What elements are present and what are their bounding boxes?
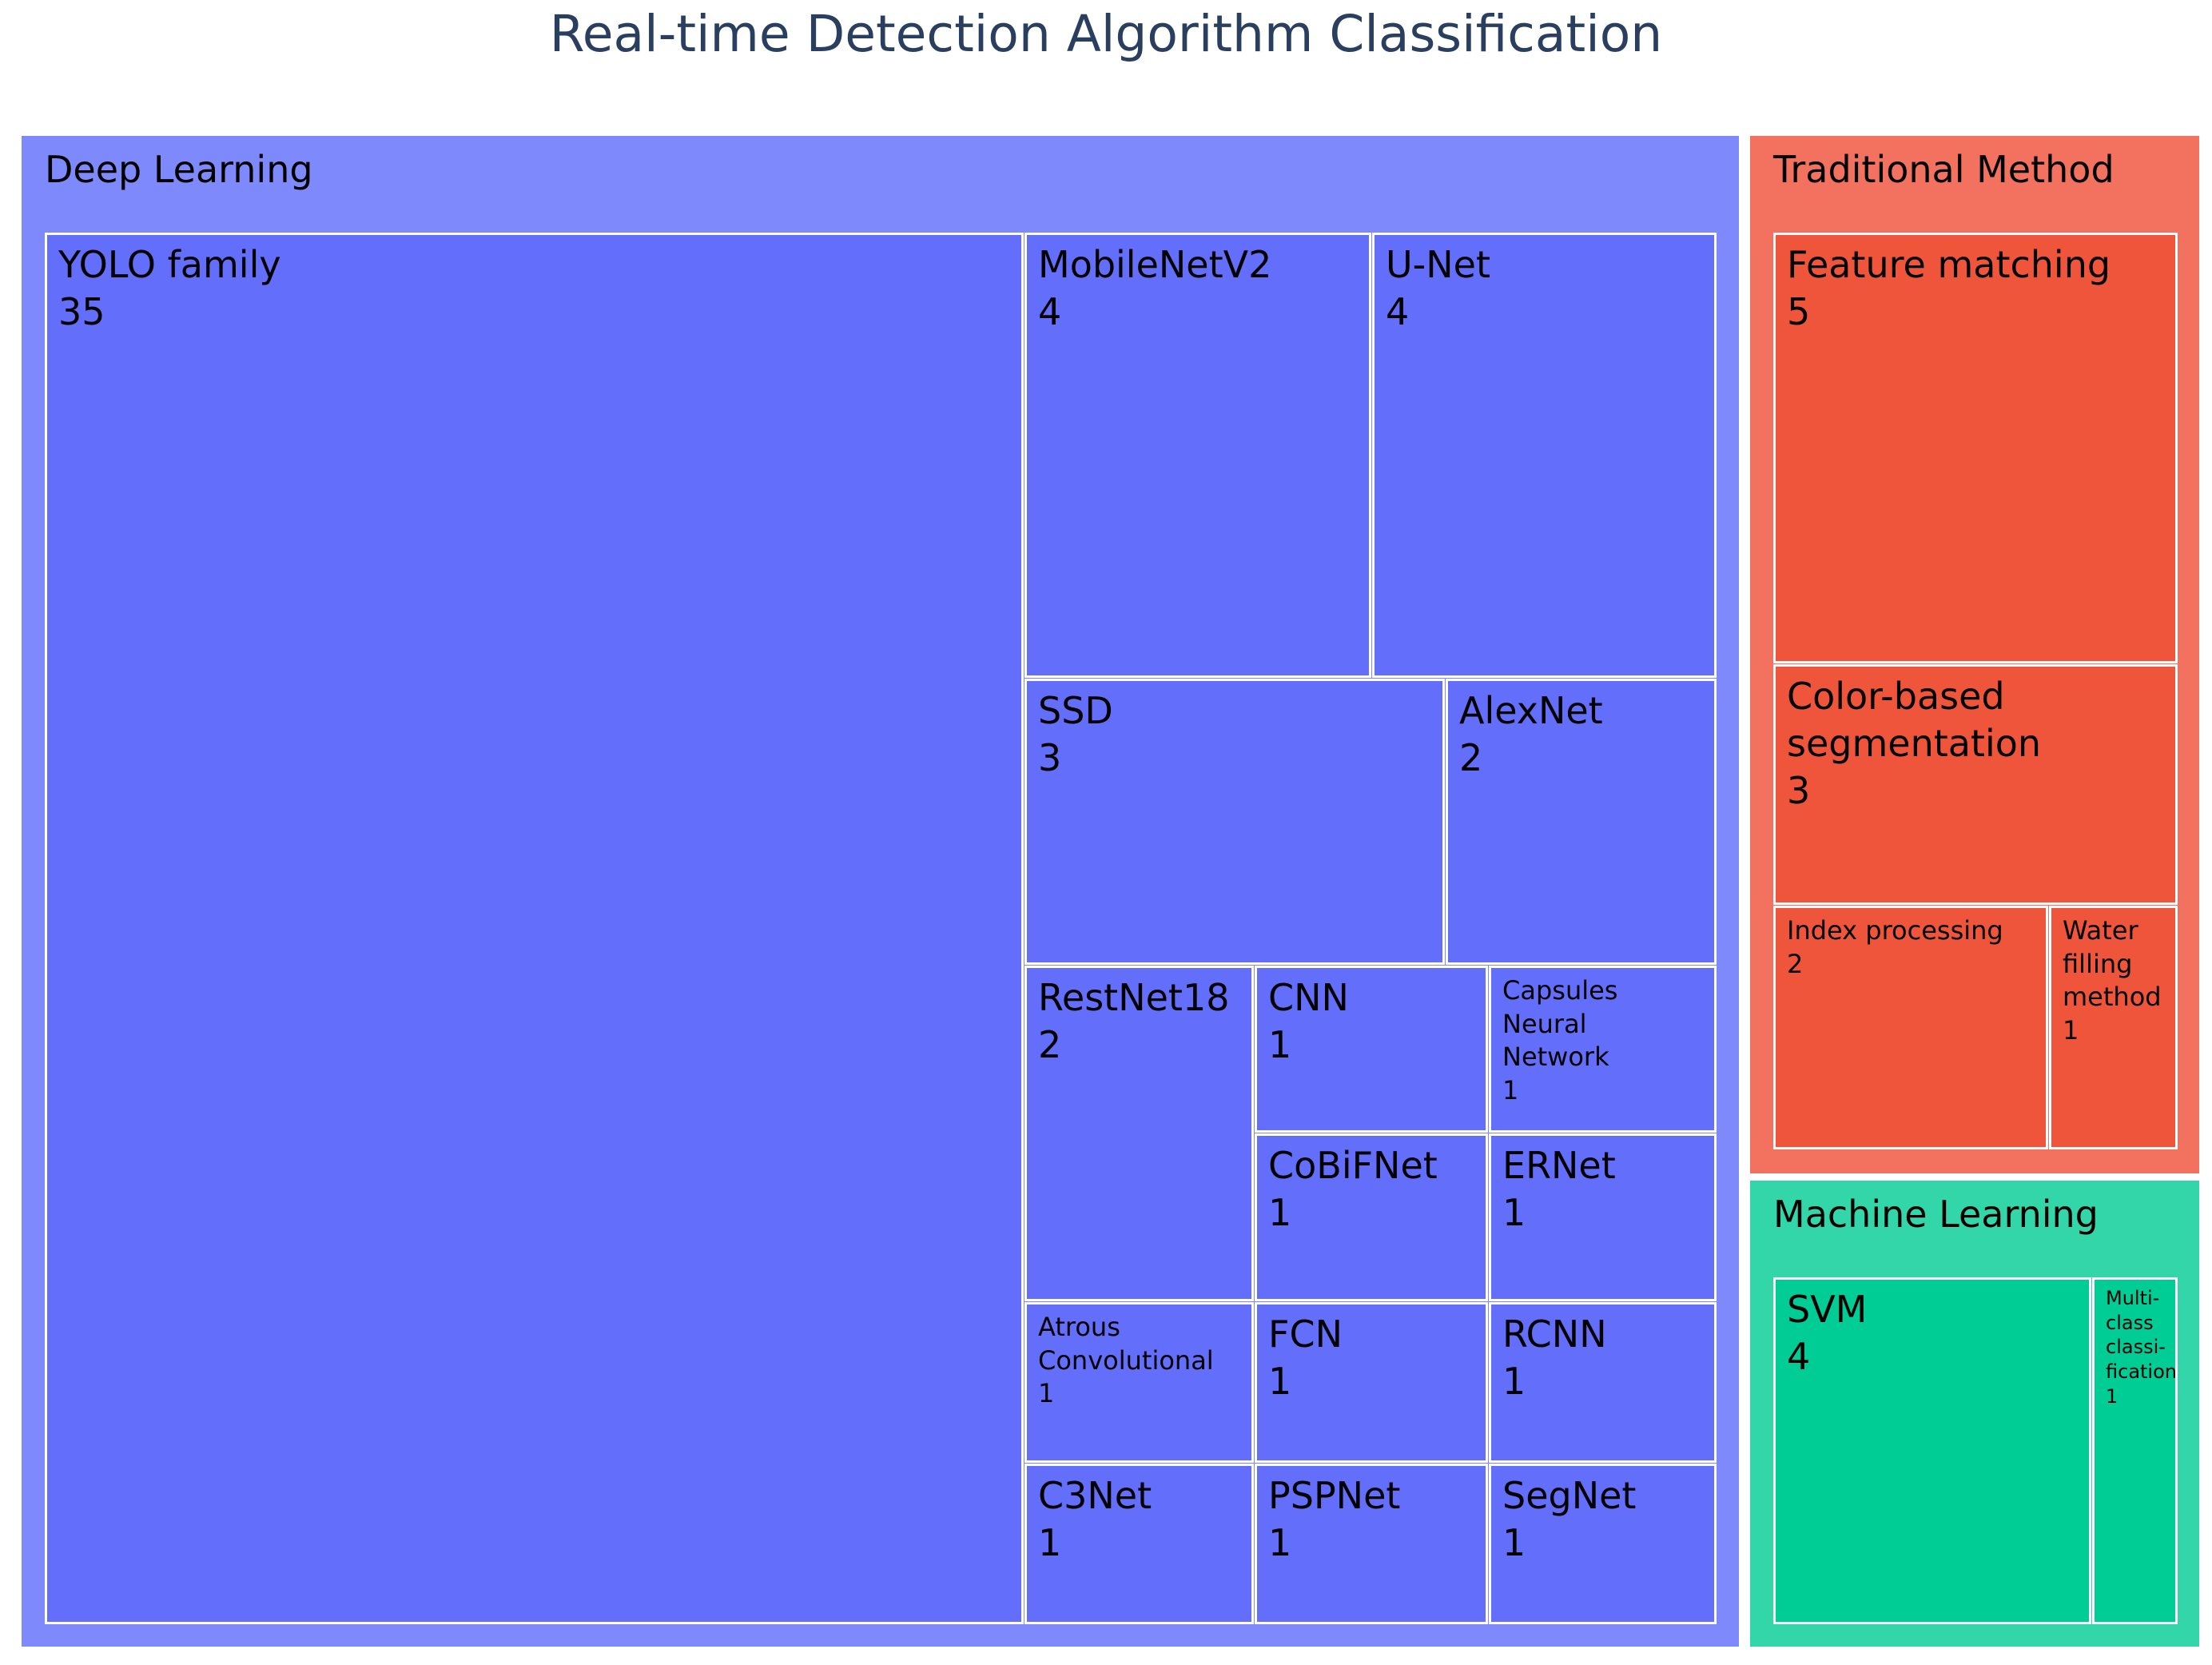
- tile-label: Feature matching: [1787, 243, 2111, 286]
- treemap-tile-water-filling-method[interactable]: Water filling method 1: [2049, 906, 2178, 1149]
- section-header-deep-learning: Deep Learning: [45, 148, 313, 191]
- tile-label: PSPNet: [1268, 1474, 1401, 1517]
- treemap-tile-atrous-convolutional[interactable]: Atrous Convolutional 1: [1024, 1302, 1254, 1463]
- tile-value: 1: [1502, 1520, 1526, 1564]
- treemap-tile-feature-matching[interactable]: Feature matching 5: [1773, 233, 2178, 663]
- tile-label: RCNN: [1502, 1312, 1607, 1356]
- tile-value: 3: [1787, 768, 1811, 812]
- treemap-tile-ssd[interactable]: SSD 3: [1024, 679, 1445, 965]
- tile-label: Capsules Neural Network: [1502, 975, 1618, 1073]
- section-header-traditional-method: Traditional Method: [1773, 148, 2115, 191]
- tile-label: YOLO family: [58, 243, 281, 286]
- tile-value: 2: [1787, 948, 1804, 979]
- tile-value: 1: [2063, 1014, 2079, 1046]
- tile-value: 1: [1038, 1520, 1062, 1564]
- tile-label: MobileNetV2: [1038, 243, 1272, 286]
- tile-label: AlexNet: [1459, 689, 1603, 732]
- tile-label: Index processing: [1787, 915, 2003, 946]
- treemap-tile-multi-class-classification[interactable]: Multi- class classi- fication 1: [2092, 1277, 2178, 1624]
- treemap-tile-cobifnet[interactable]: CoBiFNet 1: [1255, 1133, 1488, 1301]
- treemap-tile-capsules-neural-network[interactable]: Capsules Neural Network 1: [1489, 966, 1717, 1133]
- tile-value: 1: [1268, 1190, 1292, 1234]
- tile-value: 4: [1787, 1334, 1811, 1378]
- tile-label: CoBiFNet: [1268, 1144, 1438, 1187]
- tile-label: ERNet: [1502, 1144, 1616, 1187]
- tile-value: 3: [1038, 735, 1062, 779]
- treemap-tile-alexnet[interactable]: AlexNet 2: [1446, 679, 1717, 965]
- tile-value: 5: [1787, 289, 1811, 333]
- treemap-tile-svm[interactable]: SVM 4: [1773, 1277, 2091, 1624]
- tile-label: Atrous Convolutional: [1038, 1312, 1214, 1376]
- tile-label: C3Net: [1038, 1474, 1152, 1517]
- tile-value: 2: [1038, 1022, 1062, 1066]
- tile-value: 1: [1268, 1359, 1292, 1403]
- tile-value: 1: [1502, 1190, 1526, 1234]
- treemap-tile-yolo-family[interactable]: YOLO family 35: [45, 233, 1024, 1624]
- tile-label: RestNet18: [1038, 976, 1230, 1019]
- tile-label: Color-based segmentation: [1787, 675, 2042, 765]
- tile-value: 1: [1502, 1074, 1519, 1105]
- treemap-tile-u-net[interactable]: U-Net 4: [1372, 233, 1717, 678]
- treemap-tile-restnet18[interactable]: RestNet18 2: [1024, 966, 1254, 1301]
- tile-label: FCN: [1268, 1312, 1343, 1356]
- section-header-machine-learning: Machine Learning: [1773, 1193, 2099, 1236]
- treemap-tile-index-processing[interactable]: Index processing 2: [1773, 906, 2048, 1149]
- treemap-tile-c3net[interactable]: C3Net 1: [1024, 1464, 1254, 1624]
- treemap-tile-mobilenetv2[interactable]: MobileNetV2 4: [1024, 233, 1371, 678]
- tile-label: Multi- class classi- fication: [2106, 1287, 2177, 1384]
- tile-value: 4: [1038, 289, 1062, 333]
- tile-label: SegNet: [1502, 1474, 1637, 1517]
- tile-value: 1: [1502, 1359, 1526, 1403]
- tile-value: 4: [1386, 289, 1410, 333]
- chart-title: Real-time Detection Algorithm Classifica…: [549, 5, 1663, 63]
- treemap-tile-pspnet[interactable]: PSPNet 1: [1255, 1464, 1488, 1624]
- treemap-tile-cnn[interactable]: CNN 1: [1255, 966, 1488, 1133]
- tile-label: SVM: [1787, 1288, 1868, 1331]
- treemap-tile-segnet[interactable]: SegNet 1: [1489, 1464, 1717, 1624]
- treemap-tile-ernet[interactable]: ERNet 1: [1489, 1133, 1717, 1301]
- tile-label: Water filling method: [2063, 915, 2162, 1013]
- treemap-tile-fcn[interactable]: FCN 1: [1255, 1302, 1488, 1463]
- treemap-tile-color-based-segmentation[interactable]: Color-based segmentation 3: [1773, 664, 2178, 905]
- tile-label: U-Net: [1386, 243, 1491, 286]
- tile-label: CNN: [1268, 976, 1349, 1019]
- treemap-tile-rcnn[interactable]: RCNN 1: [1489, 1302, 1717, 1463]
- tile-value: 1: [1268, 1022, 1292, 1066]
- tile-value: 35: [58, 289, 105, 333]
- tile-value: 1: [1268, 1520, 1292, 1564]
- tile-value: 1: [1038, 1378, 1055, 1409]
- tile-value: 1: [2106, 1384, 2119, 1408]
- tile-label: SSD: [1038, 689, 1113, 732]
- tile-value: 2: [1459, 735, 1483, 779]
